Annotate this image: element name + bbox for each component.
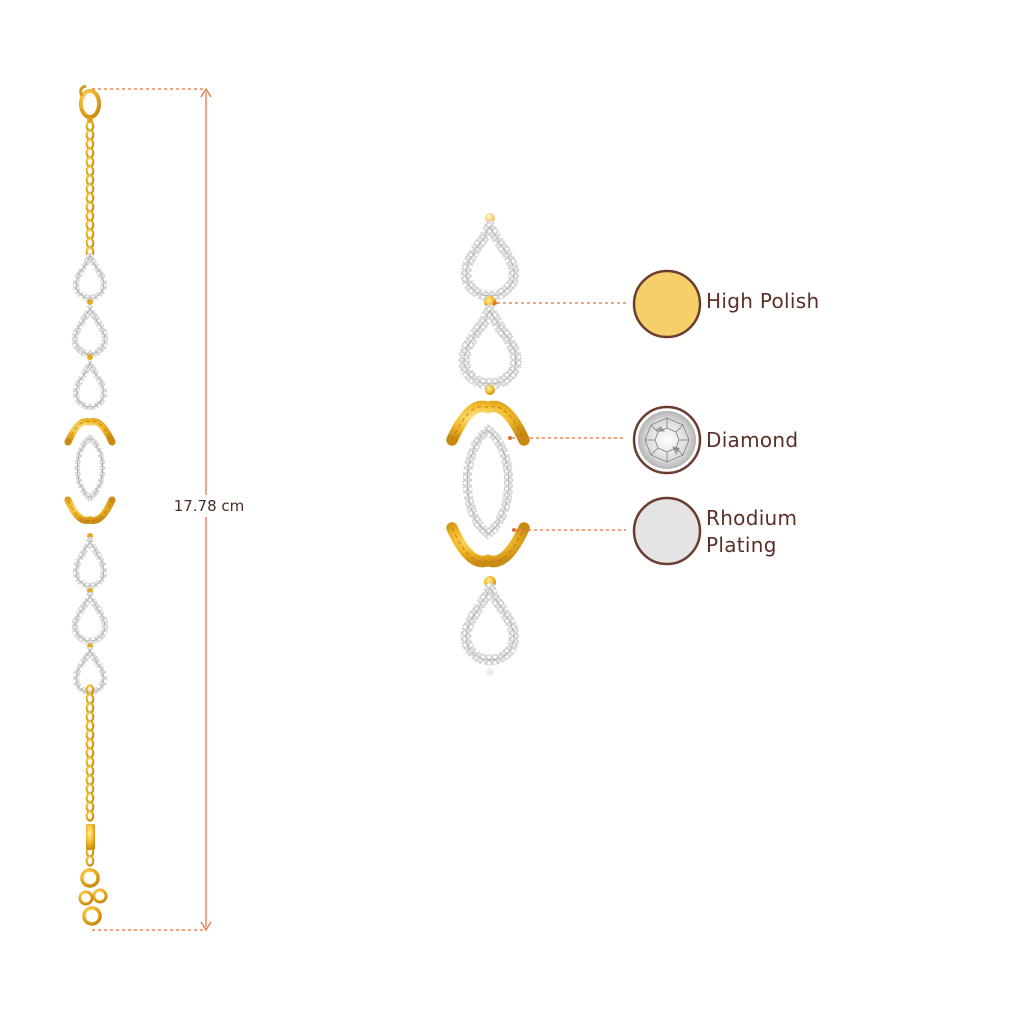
chain-link [85,783,95,795]
jump-ring [485,213,495,223]
chain-link [85,219,95,231]
pave-teardrop [72,252,108,302]
chain-link [85,765,95,777]
chain-link [85,129,95,141]
chain-link [85,711,95,723]
chain-link [85,774,95,786]
pave-oval [462,424,514,540]
brand-tag [86,824,95,850]
chain-link [85,210,95,222]
pave-teardrop [71,304,109,358]
bracelet-motifs [64,252,116,696]
length-label: 17.78 cm [166,495,252,517]
pave-teardrop [460,582,520,666]
chain-link [85,747,95,759]
full-bracelet [64,84,116,926]
round-diamond-icon [632,405,702,475]
pave-teardrop [71,591,109,645]
chain-link [85,237,95,249]
pave-teardrop [458,304,522,390]
pave-teardrop [460,220,520,302]
chain-link [85,720,95,732]
diamond-label: Diamond [706,428,799,452]
end-rings [78,868,108,926]
chain-link [85,801,95,813]
chain-link [85,738,95,750]
gold-link [64,496,116,524]
callout-leaders [493,301,626,532]
high-polish-swatch [632,269,702,339]
rhodium-plating-label: Rhodium Plating [706,506,798,557]
chain-link [85,792,95,804]
jump-ring [484,296,496,308]
chain-link [85,138,95,150]
lobster-clasp-icon [79,84,101,123]
upper-chain [85,120,95,258]
chain-link [85,228,95,240]
jump-ring [485,385,495,395]
pave-teardrop [72,359,108,411]
chain-link [85,756,95,768]
pave-teardrop [72,536,108,589]
chain-link [85,855,95,867]
chain-link [85,693,95,705]
chain-link [85,174,95,186]
chain-link [85,729,95,741]
chain-link [85,810,95,822]
chain-link [85,156,95,168]
chain-link [85,147,95,159]
high-polish-label: High Polish [706,289,820,313]
chain-link [85,165,95,177]
rhodium-plating-swatch [632,496,702,566]
chain-link [85,192,95,204]
chain-link [85,183,95,195]
chain-link [85,201,95,213]
zoomed-bracelet-segment [446,213,530,676]
chain-link [85,702,95,714]
pave-oval [74,434,106,502]
